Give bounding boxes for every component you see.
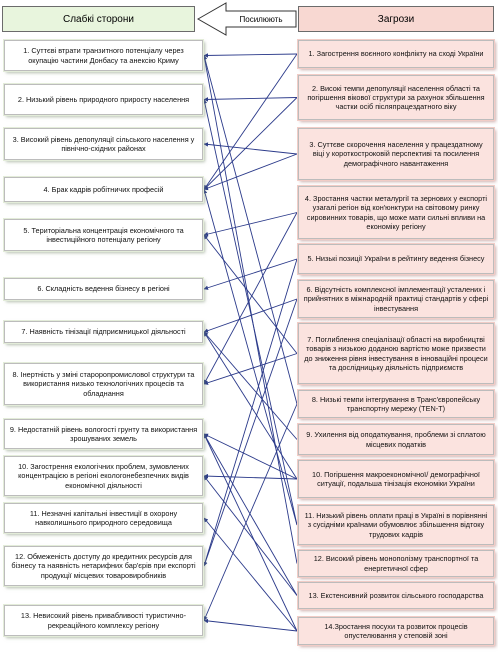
weakness-item: 10. Загострення екологічних проблем, зум…: [4, 456, 203, 496]
connector-arrow: [203, 353, 298, 385]
weakness-text: 10. Загострення екологічних проблем, зум…: [18, 462, 189, 490]
threat-text: 8. Низькі темпи інтегрування в Транс'євр…: [311, 394, 481, 413]
threat-item: 5. Низькі позиції України в рейтингу вед…: [298, 244, 494, 274]
connector-arrow: [203, 433, 298, 596]
weakness-text: 6. Складність ведення бізнесу в регіоні: [37, 284, 170, 294]
connector-arrow: [203, 97, 298, 102]
weakness-item: 4. Брак кадрів робітничих професій: [4, 177, 203, 202]
link-lines: [202, 53, 298, 632]
connector-arrow: [203, 258, 298, 567]
threat-item: 4. Зростання частки металургії та зернов…: [298, 186, 494, 239]
big-arrow: Посилюють: [196, 2, 297, 36]
weakness-text: 4. Брак кадрів робітничих професій: [43, 184, 164, 194]
connector-arrow: [203, 298, 298, 567]
weakness-item: 1. Суттєві втрати транзитного потенціалу…: [4, 40, 203, 71]
threat-text: 14.Зростання посухи та розвиток процесів…: [324, 621, 468, 640]
threat-item: 14.Зростання посухи та розвиток процесів…: [298, 617, 494, 645]
threat-item: 12. Високий рівень монополізму транспорт…: [298, 550, 494, 577]
threat-item: 7. Поглиблення спеціалізації області на …: [298, 323, 494, 384]
threat-text: 5. Низькі позиції України в рейтингу вед…: [307, 254, 485, 264]
threat-text: 13. Екстенсивний розвиток сільського гос…: [308, 590, 484, 600]
connector-arrow: [202, 55, 298, 564]
weakness-text: 3. Високий рівень депопуляції сільського…: [12, 134, 195, 153]
weaknesses-header: Слабкі сторони: [2, 6, 195, 32]
connector-arrow: [203, 433, 298, 480]
connector-arrow: [203, 258, 298, 290]
connector-arrow: [202, 189, 298, 526]
threat-text: 2. Високі темпи депопуляції населення об…: [307, 83, 485, 112]
connector-arrow: [203, 97, 298, 190]
threat-item: 11. Низький рівень оплати праці в Україн…: [298, 505, 494, 545]
weakness-item: 11. Незначні капітальні інвестиції в охо…: [4, 503, 203, 533]
weakness-text: 11. Незначні капітальні інвестиції в охо…: [29, 508, 178, 527]
threat-item: 9. Ухилення від оподаткування, проблеми …: [298, 424, 494, 455]
connector-arrow: [203, 153, 298, 191]
connector-arrow: [203, 403, 298, 621]
threat-text: 12. Високий рівень монополізму транспорт…: [313, 554, 479, 573]
threat-text: 4. Зростання частки металургії та зернов…: [304, 194, 488, 231]
weakness-text: 8. Інертність у зміні староропромислової…: [12, 370, 195, 398]
threat-text: 10. Погіршення макроекономічної/ демогра…: [312, 469, 480, 488]
threat-item: 8. Низькі темпи інтегрування в Транс'євр…: [298, 390, 494, 418]
weakness-text: 12. Обмеженість доступу до кредитних рес…: [11, 552, 196, 580]
weakness-item: 9. Недостатній рівень вологості грунту т…: [4, 419, 203, 449]
weakness-item: 2. Низький рівень природного приросту на…: [4, 84, 203, 115]
weakness-item: 13. Невисокий рівень привабливості турис…: [4, 605, 203, 636]
weakness-item: 6. Складність ведення бізнесу в регіоні: [4, 278, 203, 300]
threat-item: 6. Відсутність комплексної імплементації…: [298, 280, 494, 318]
threat-text: 9. Ухилення від оподаткування, проблеми …: [306, 430, 486, 449]
weakness-text: 13. Невисокий рівень привабливості турис…: [20, 611, 187, 630]
threat-text: 11. Низький рівень оплати праці в Україн…: [304, 511, 488, 539]
weakness-text: 2. Низький рівень природного приросту на…: [17, 94, 190, 104]
connector-arrow: [202, 55, 298, 405]
threat-item: 2. Високі темпи депопуляції населення об…: [298, 75, 494, 120]
threats-title: Загрози: [377, 13, 415, 25]
threat-text: 6. Відсутність комплексної імплементації…: [303, 285, 489, 313]
weakness-text: 9. Недостатній рівень вологості грунту т…: [9, 424, 198, 443]
connector-arrow: [203, 142, 298, 155]
weakness-text: 1. Суттєві втрати транзитного потенціалу…: [23, 46, 184, 65]
connector-arrow: [203, 331, 298, 440]
weakness-item: 5. Територіальна концентрація економічно…: [4, 219, 203, 251]
threat-item: 1. Загострення воєнного конфлікту на схо…: [298, 40, 494, 68]
connector-arrow: [203, 212, 298, 385]
connector-arrow: [203, 234, 298, 354]
connector-arrow: [203, 53, 298, 190]
connector-arrow: [203, 517, 298, 632]
weakness-item: 8. Інертність у зміні староропромислової…: [4, 363, 203, 405]
connector-arrow: [203, 475, 298, 596]
connector-arrow: [203, 618, 298, 632]
connector-arrow: [203, 433, 298, 632]
connector-arrow: [203, 298, 298, 333]
weakness-text: 7. Наявність тінізації підприємницької д…: [21, 327, 186, 337]
threat-text: 3. Суттєве скорочення населення у працез…: [309, 140, 483, 168]
threats-header: Загрози: [298, 6, 494, 32]
threat-text: 1. Загострення воєнного конфлікту на схо…: [308, 49, 484, 59]
weakness-item: 7. Наявність тінізації підприємницької д…: [4, 321, 203, 343]
connector-arrow: [203, 53, 298, 58]
connector-arrow: [202, 99, 298, 526]
weakness-item: 12. Обмеженість доступу до кредитних рес…: [4, 546, 203, 586]
weakness-text: 5. Територіальна концентрація економічно…: [23, 225, 184, 244]
connector-arrow: [203, 212, 298, 237]
arrow-label: Посилюють: [240, 15, 283, 24]
threat-item: 3. Суттєве скорочення населення у працез…: [298, 128, 494, 180]
threat-item: 13. Екстенсивний розвиток сільського гос…: [298, 582, 494, 609]
weakness-item: 3. Високий рівень депопуляції сільського…: [4, 128, 203, 160]
threat-text: 7. Поглиблення спеціалізації області на …: [304, 335, 488, 372]
weaknesses-title: Слабкі сторони: [63, 13, 134, 25]
connector-arrow: [203, 473, 298, 480]
threat-item: 10. Погіршення макроекономічної/ демогра…: [298, 460, 494, 498]
